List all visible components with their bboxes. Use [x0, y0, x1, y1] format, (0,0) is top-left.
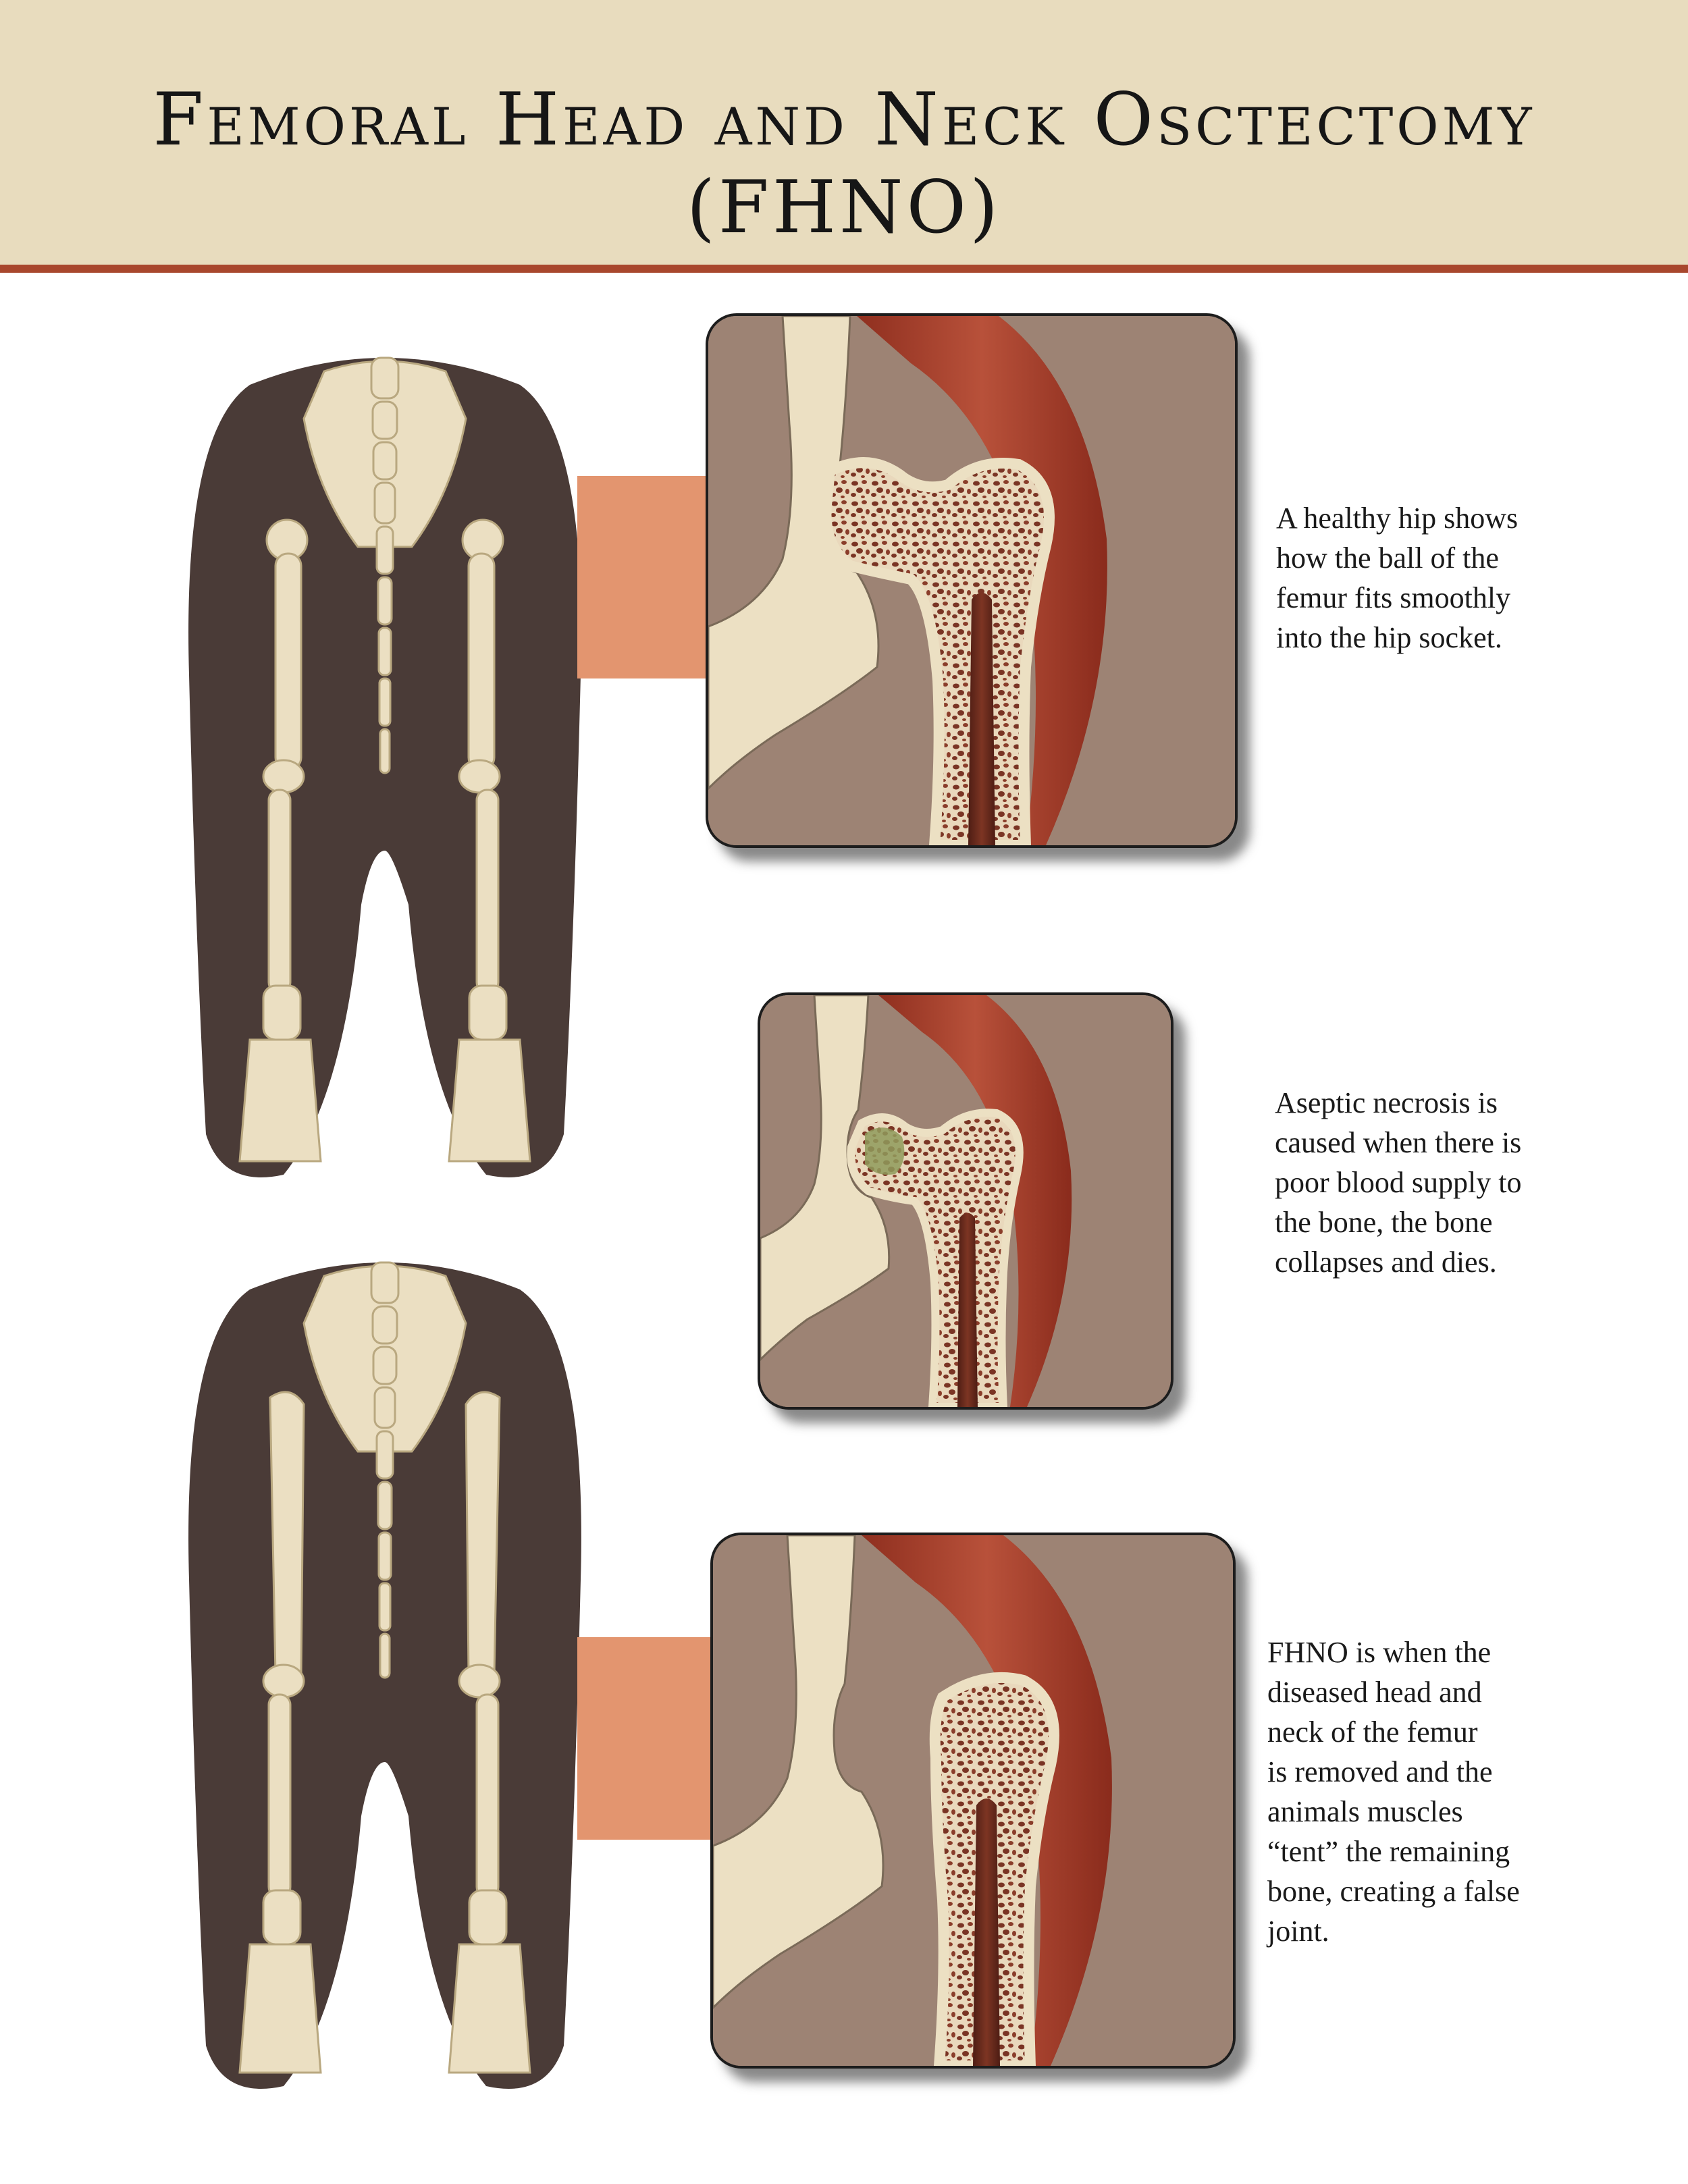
- aseptic-necrosis-caption: Aseptic necrosis is caused when there is…: [1275, 1086, 1522, 1279]
- page-title-line-1: Femoral Head and Neck Osctectomy: [153, 78, 1535, 162]
- dog-hindquarters-skeleton-fhno: [169, 1242, 601, 2113]
- dog-hindquarters-skeleton-healthy: [169, 338, 601, 1202]
- fhno-caption: FHNO is when the diseased head and neck …: [1267, 1636, 1520, 1948]
- healthy-hip-caption: A healthy hip shows how the ball of the …: [1276, 502, 1519, 654]
- page-title-line-2: (FHNO): [686, 165, 1002, 250]
- page-header: Femoral Head and Neck Osctectomy (FHNO): [0, 0, 1688, 273]
- connector-band-bottom: [577, 1637, 712, 1840]
- aseptic-necrosis-joint-panel: [758, 992, 1173, 1410]
- connector-band-top: [577, 476, 709, 678]
- healthy-hip-joint-panel: [706, 313, 1238, 848]
- fhno-joint-panel: [710, 1533, 1236, 2069]
